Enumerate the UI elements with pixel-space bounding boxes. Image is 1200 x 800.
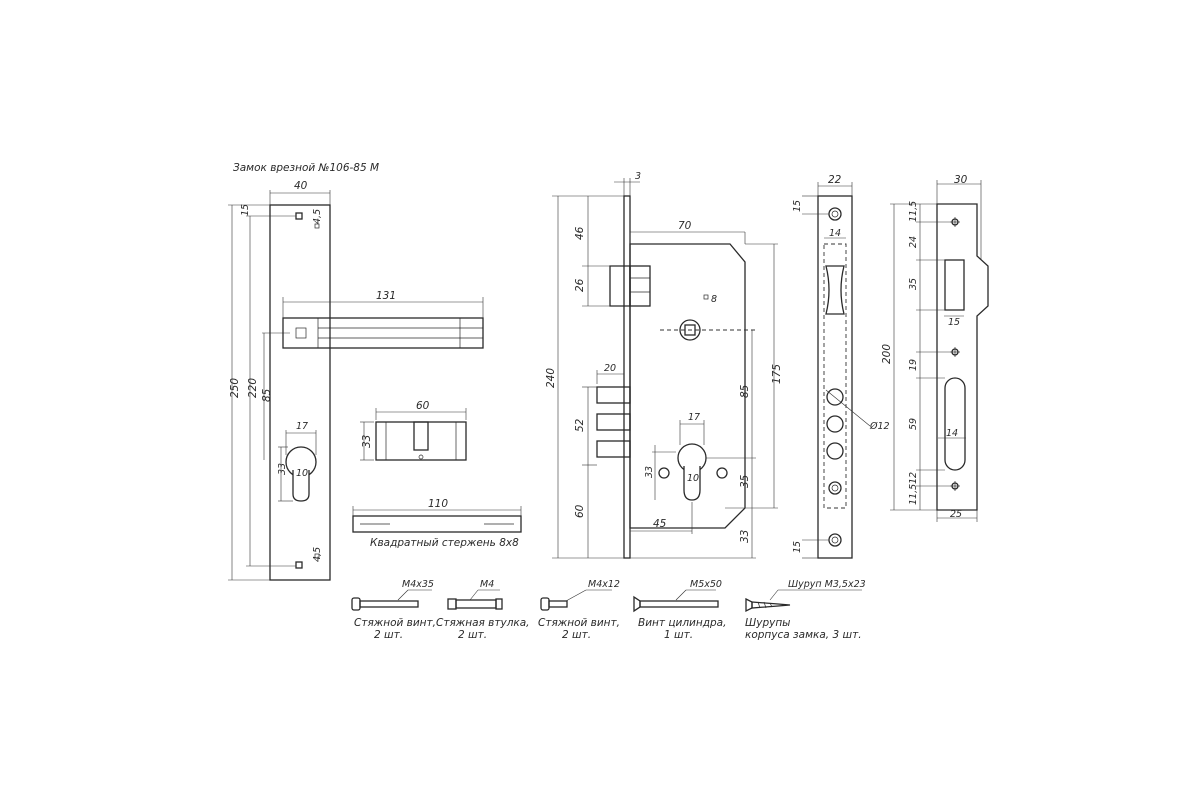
dim-front-15b: 15 <box>792 541 803 553</box>
dim-cyl-33b: 33 <box>361 435 373 448</box>
dim-body-26: 26 <box>574 278 586 292</box>
dim-front-15a: 15 <box>792 200 803 212</box>
dim-body-35: 35 <box>739 474 751 488</box>
dim-plate-220: 220 <box>247 378 259 398</box>
dim-cyl-17: 17 <box>296 421 308 432</box>
parts-row: М4х35 Стяжной винт, 2 шт. М4 Стяжная вту… <box>351 579 866 641</box>
part-sleeve-m4: М4 Стяжная втулка, 2 шт. <box>436 579 530 641</box>
dim-strike-25: 25 <box>950 509 962 520</box>
dim-strike-200: 200 <box>881 344 893 364</box>
dim-cyl-33: 33 <box>277 463 288 475</box>
part-qty: 2 шт. <box>374 629 403 641</box>
dim-bar-110: 110 <box>428 498 448 510</box>
dim-body-70: 70 <box>678 220 692 232</box>
dim-strike-59: 59 <box>908 418 919 430</box>
dim-strike-14: 14 <box>946 428 958 439</box>
part-wood-screw: Шуруп М3,5х23 Шурупы корпуса замка, 3 шт… <box>745 579 866 641</box>
dim-strike-11-5a: 11,5 <box>908 201 919 222</box>
dim-body-46: 46 <box>574 226 586 240</box>
dim-plate-85: 85 <box>261 388 273 402</box>
part-label: Стяжной винт, <box>354 617 436 629</box>
part-screw-m4x35: М4х35 Стяжной винт, 2 шт. <box>351 579 436 641</box>
dim-plate-15: 15 <box>240 204 251 216</box>
part-spec: М4 <box>480 579 494 590</box>
dim-top-hole: 4,5 <box>312 209 323 224</box>
dim-cyl-60: 60 <box>416 400 430 412</box>
dim-body-52: 52 <box>574 418 586 432</box>
dim-strike-24: 24 <box>908 236 919 248</box>
part-spec: М4х35 <box>402 579 434 590</box>
dim-strike-19: 19 <box>908 359 919 371</box>
part-label: Винт цилиндра, <box>638 617 726 629</box>
dim-body-85: 85 <box>739 384 751 398</box>
part-qty: 2 шт. <box>562 629 591 641</box>
cylinder-view: 60 33 <box>360 400 467 461</box>
dim-front-22: 22 <box>828 174 842 186</box>
dim-strike-35: 35 <box>908 278 919 290</box>
dim-front-d12: Ø12 <box>869 421 890 432</box>
dim-front-14: 14 <box>829 228 841 239</box>
dim-body-45: 45 <box>653 518 667 530</box>
dim-body-33a: 33 <box>644 466 655 478</box>
dim-body-60: 60 <box>574 504 586 518</box>
part-label: Стяжной винт, <box>538 617 620 629</box>
part-qty: корпуса замка, 3 шт. <box>745 629 862 641</box>
strike-plate: 30 15 14 25 200 11,5 24 35 <box>881 174 989 522</box>
dim-body-240: 240 <box>545 368 557 388</box>
lock-body: 3 70 8 17 10 33 <box>545 171 783 559</box>
part-spec: М4х12 <box>588 579 620 590</box>
dim-body-20: 20 <box>604 363 616 374</box>
dim-strike-30: 30 <box>954 174 968 186</box>
part-qty: 1 шт. <box>664 629 693 641</box>
dim-body-17: 17 <box>688 412 700 423</box>
dim-strike-11-5b: 11,5 <box>908 484 919 505</box>
dim-strike-12: 12 <box>908 472 919 484</box>
part-spec: М5х50 <box>690 579 722 590</box>
dim-faceplate-3: 3 <box>635 171 641 182</box>
front-plate: 22 15 15 14 Ø12 <box>792 174 890 559</box>
dim-bottom-hole: 4,5 <box>312 547 323 562</box>
square-bar: 110 Квадратный стержень 8х8 <box>352 498 522 549</box>
part-spec: Шуруп М3,5х23 <box>788 579 866 590</box>
part-screw-m5x50: М5х50 Винт цилиндра, 1 шт. <box>633 579 726 641</box>
dim-body-175: 175 <box>771 364 783 384</box>
dim-plate-250: 250 <box>229 378 241 398</box>
drawing-title: Замок врезной №106-85 М <box>233 162 379 174</box>
part-label: Стяжная втулка, <box>436 617 530 629</box>
square-bar-label: Квадратный стержень 8х8 <box>370 537 519 549</box>
dim-lever-131: 131 <box>376 290 396 302</box>
dim-plate-width: 40 <box>294 180 308 192</box>
dim-body-10: 10 <box>687 473 699 484</box>
dim-body-33b: 33 <box>739 530 751 543</box>
handle-plate: 40 4,5 4,5 250 220 15 85 131 <box>228 180 484 581</box>
dim-cyl-10: 10 <box>296 468 308 479</box>
part-label: Шурупы <box>745 617 790 629</box>
dim-strike-15: 15 <box>948 317 960 328</box>
part-qty: 2 шт. <box>458 629 487 641</box>
part-screw-m4x12: М4х12 Стяжной винт, 2 шт. <box>538 579 620 641</box>
dim-body-8: 8 <box>711 294 717 305</box>
